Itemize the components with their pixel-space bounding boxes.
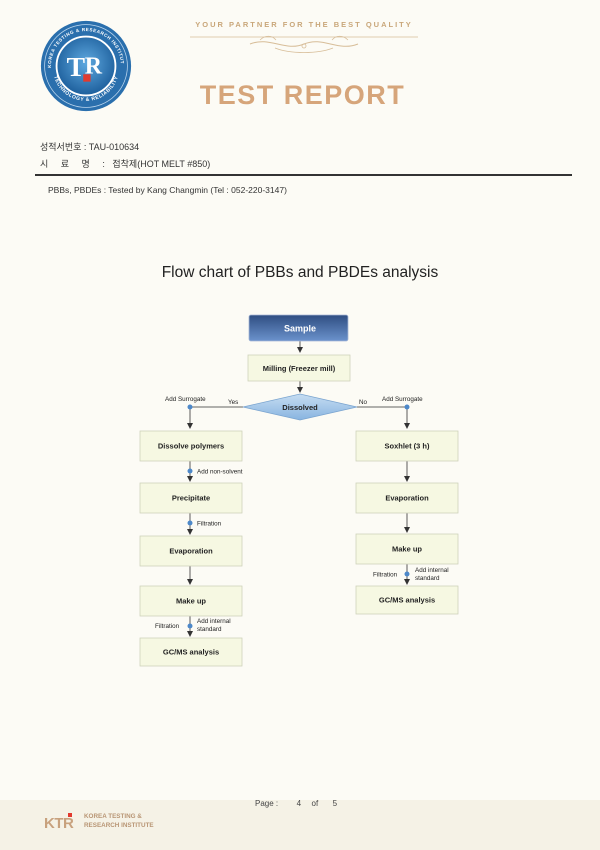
- page-total: 5: [332, 799, 338, 808]
- dot-filtration-right: [404, 571, 410, 577]
- arrow-yes-branch: [187, 406, 243, 429]
- dissolve-polymers-box: [139, 430, 243, 462]
- make-up-left-label: Make up: [176, 597, 206, 606]
- add-internal-right-1: Add internal: [415, 567, 449, 574]
- header-divider: [35, 174, 572, 176]
- evaporation-left-label: Evaporation: [169, 547, 213, 556]
- page-indicator: Page : 4 of 5: [255, 799, 337, 808]
- dot-surrogate-left: [187, 404, 193, 410]
- gcms-left-box: [139, 637, 243, 667]
- gcms-right-label: GC/MS analysis: [379, 596, 435, 605]
- decision-label: Dissolved: [282, 403, 318, 412]
- page-label: Page :: [255, 799, 279, 808]
- org-line-2: RESEARCH INSTITUTE: [84, 822, 154, 829]
- tester-info: PBBs, PBDEs : Tested by Kang Changmin (T…: [48, 185, 287, 195]
- add-non-solvent-label: Add non-solvent: [197, 469, 243, 476]
- report-number-value: TAU-010634: [88, 142, 140, 152]
- flow-dots: [187, 404, 410, 629]
- no-label: No: [359, 399, 368, 406]
- add-internal-left-1: Add internal: [197, 618, 231, 625]
- evaporation-right-box: [355, 482, 459, 514]
- dot-filtration-left-2: [187, 623, 193, 629]
- report-title: TEST REPORT: [199, 80, 406, 110]
- precipitate-label: Precipitate: [172, 494, 210, 503]
- sample-name-value: 접착제(HOT MELT #850): [112, 159, 211, 169]
- flow-chart-title: Flow chart of PBBs and PBDEs analysis: [161, 264, 439, 281]
- ktr-seal-logo: T R KOREA TESTING & RESEARCH INSTITUTE T…: [40, 20, 132, 112]
- gcms-right-box: [355, 585, 459, 615]
- yes-label: Yes: [228, 399, 238, 406]
- gcms-left-label: GC/MS analysis: [163, 648, 219, 657]
- ktr-footer-logo: KTR: [44, 813, 74, 832]
- make-up-left-box: [139, 585, 243, 617]
- dot-surrogate-right: [404, 404, 410, 410]
- add-surrogate-left: Add Surrogate: [165, 396, 206, 403]
- svg-text:KTR: KTR: [44, 815, 74, 832]
- page-current: 4: [296, 799, 302, 808]
- evaporation-left-box: [139, 535, 243, 567]
- dissolve-polymers-label: Dissolve polymers: [158, 442, 224, 451]
- organization-name: KOREA TESTING & RESEARCH INSTITUTE: [84, 812, 154, 830]
- sample-label: Sample: [284, 324, 316, 334]
- milling-label: Milling (Freezer mill): [263, 364, 336, 373]
- header-tagline: YOUR PARTNER FOR THE BEST QUALITY: [195, 20, 413, 29]
- filtration-left-2-label: Filtration: [155, 623, 180, 630]
- precipitate-box: [139, 482, 243, 514]
- filtration-right-label: Filtration: [373, 572, 398, 579]
- make-up-right-box: [355, 533, 459, 565]
- page-of: of: [311, 799, 319, 808]
- filtration-left-1-label: Filtration: [197, 521, 222, 528]
- milling-box: [247, 354, 351, 382]
- svg-text:T: T: [67, 51, 85, 82]
- report-number-field: 성적서번호 : TAU-010634: [40, 140, 139, 153]
- sample-box: [248, 314, 349, 342]
- footer-band: [0, 800, 600, 850]
- soxhlet-box: [355, 430, 459, 462]
- sample-name-label: 시 료 명 :: [40, 159, 110, 169]
- add-internal-right-2: standard: [415, 575, 440, 582]
- add-surrogate-right: Add Surrogate: [382, 396, 423, 403]
- evaporation-right-label: Evaporation: [385, 494, 429, 503]
- soxhlet-label: Soxhlet (3 h): [384, 442, 430, 451]
- arrow-no-branch: [357, 406, 410, 429]
- org-line-1: KOREA TESTING &: [84, 813, 142, 820]
- report-number-label: 성적서번호 :: [40, 142, 87, 152]
- decorative-ornament: [190, 35, 418, 53]
- add-internal-left-2: standard: [197, 626, 222, 633]
- make-up-right-label: Make up: [392, 545, 422, 554]
- svg-text:R: R: [85, 53, 103, 79]
- sample-name-field: 시 료 명 : 접착제(HOT MELT #850): [40, 157, 210, 170]
- dot-filtration-left-1: [187, 520, 193, 526]
- dot-non-solvent: [187, 468, 193, 474]
- dissolved-decision: [242, 393, 358, 421]
